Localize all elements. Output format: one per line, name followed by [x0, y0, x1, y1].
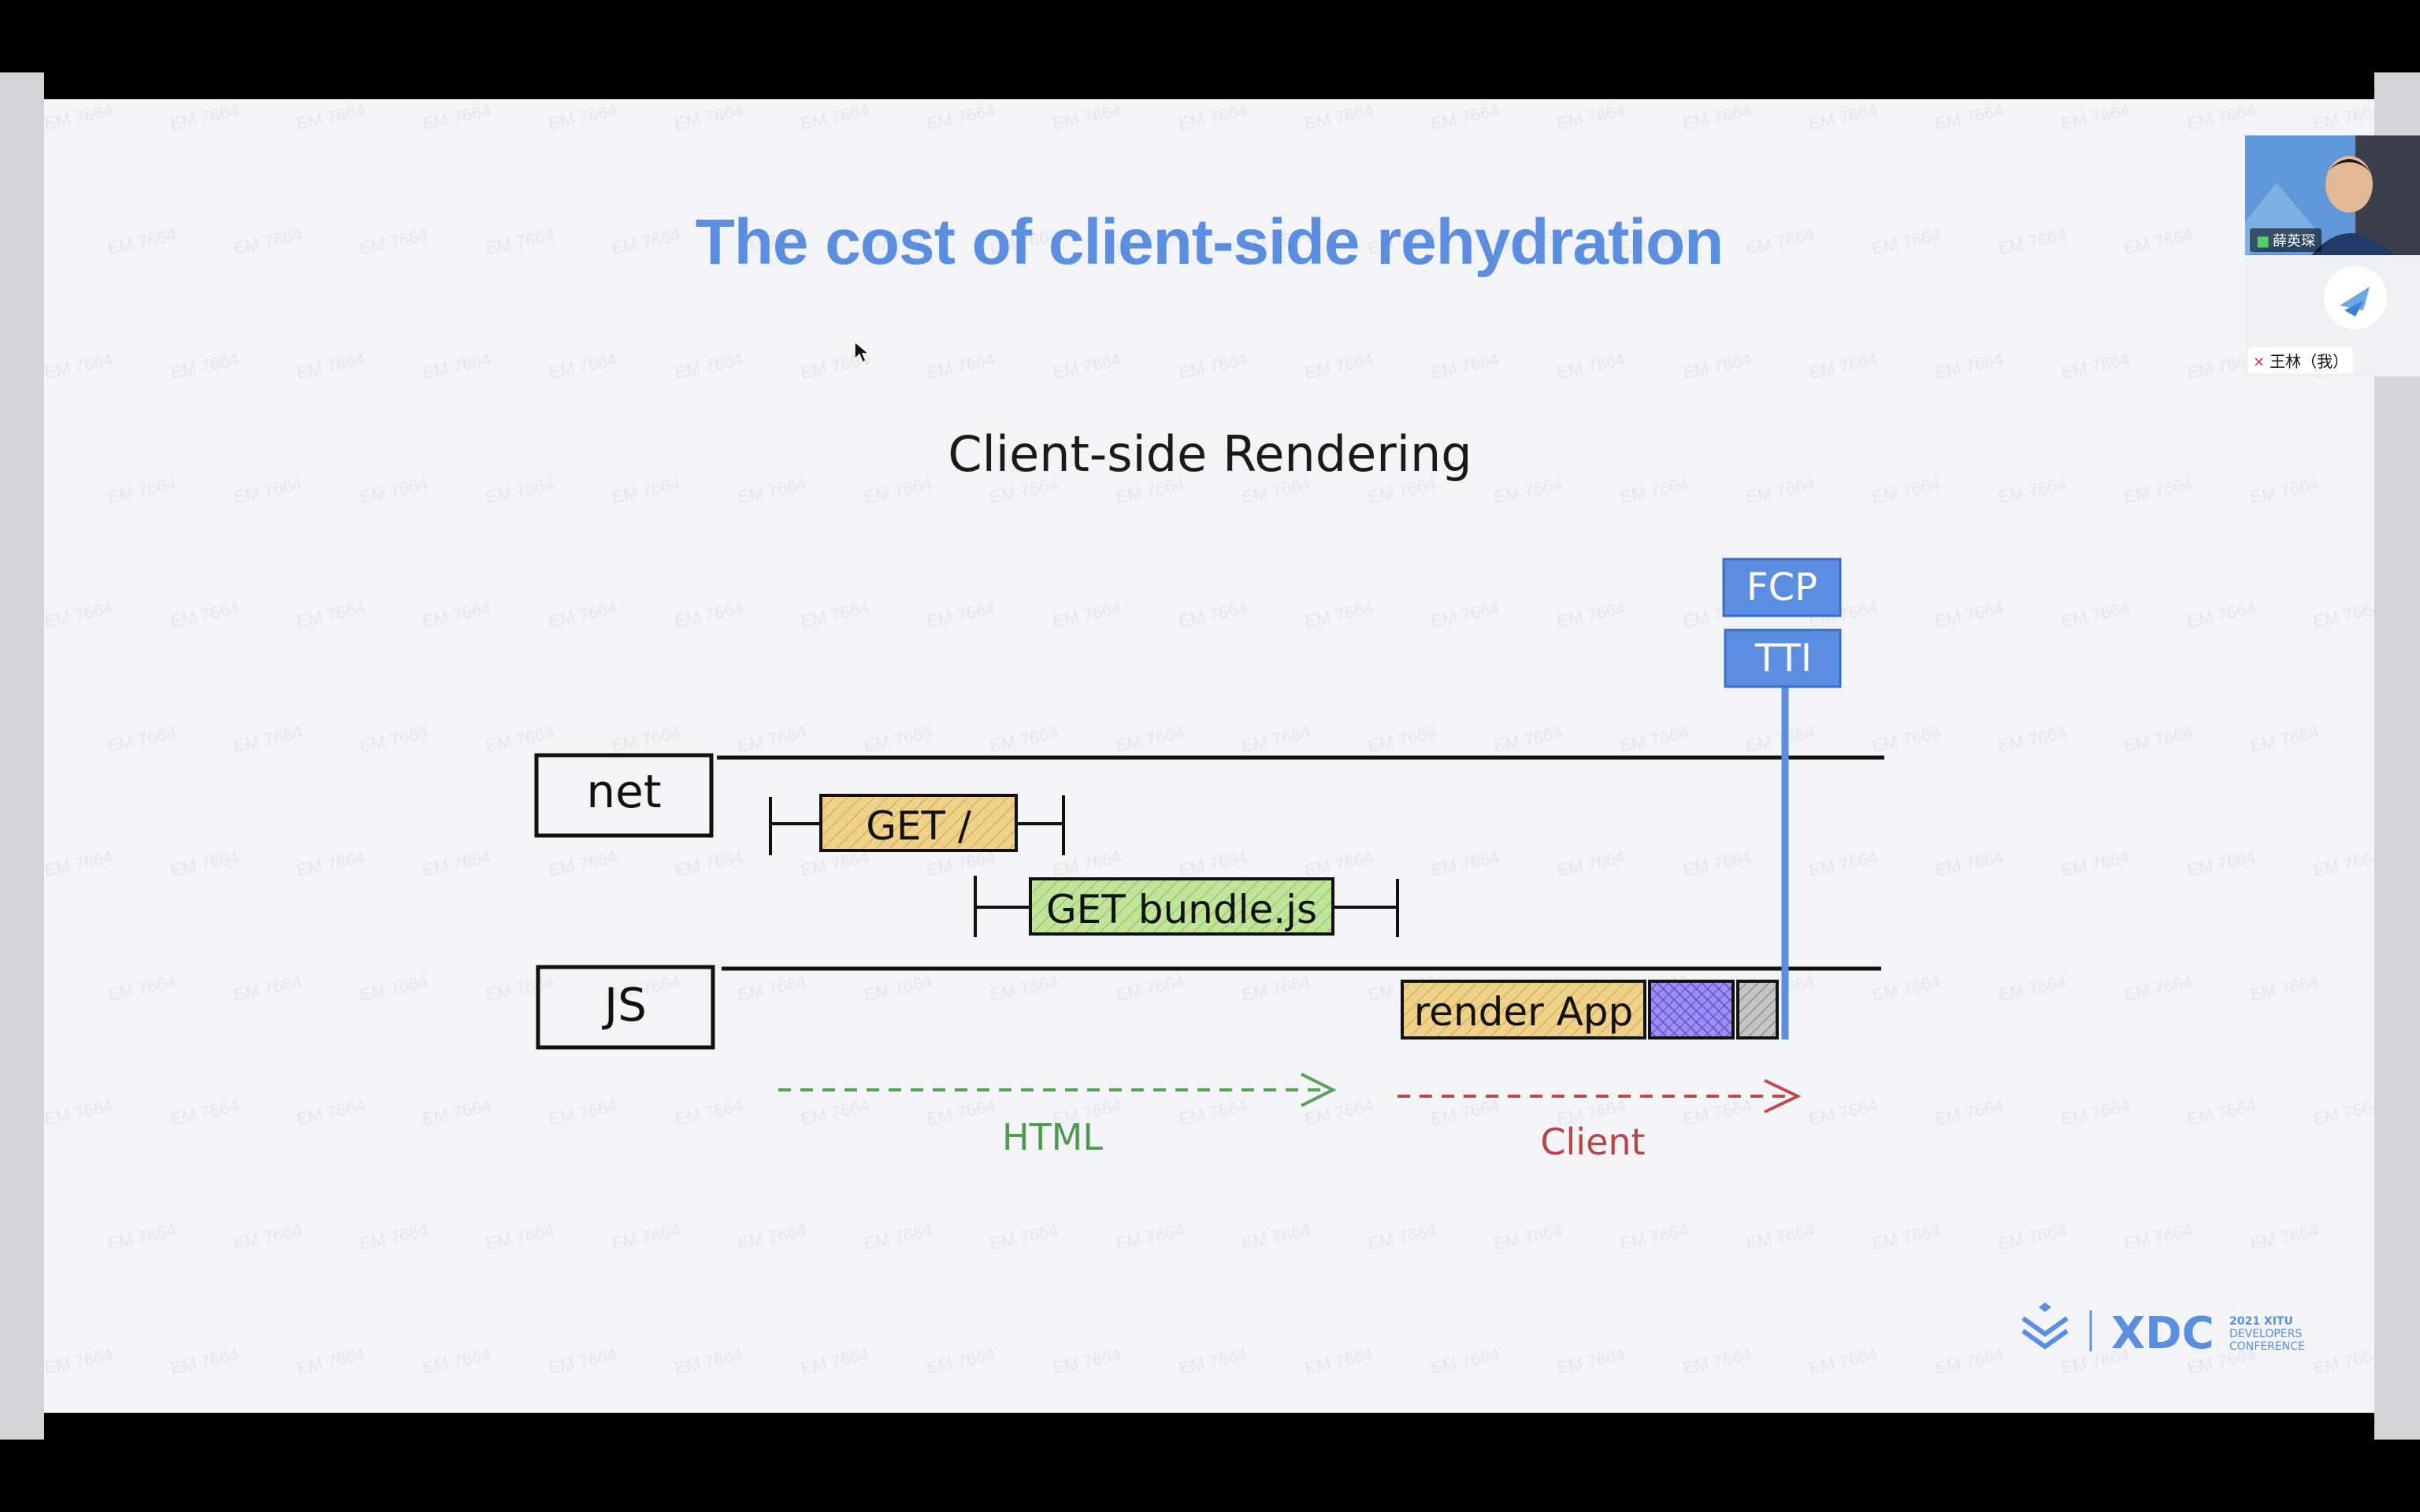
fcp-marker-label: FCP [1746, 565, 1817, 610]
self-video-tile[interactable]: ✕王林（我） [2245, 255, 2420, 376]
mic-muted-icon: ✕ [2253, 354, 2266, 371]
juejin-logo-icon [2021, 1303, 2069, 1350]
xdc-conference-logo: XDC 2021 XITU DEVELOPERS CONFERENCE [2017, 1299, 2316, 1362]
client-phase-arrowhead [1764, 1079, 1802, 1114]
html-phase-arrowhead [1301, 1073, 1337, 1107]
get-bundle-bar [1029, 877, 1334, 936]
js-row-label: JS [602, 978, 647, 1032]
fcp-marker-box [1722, 558, 1842, 617]
js-row-label-box [536, 965, 715, 1050]
interactive-tail-bar [1736, 980, 1779, 1040]
net-row-label-box [534, 753, 714, 838]
self-name: 王林（我） [2270, 352, 2349, 371]
html-phase-label: HTML [1002, 1116, 1103, 1158]
left-rail [0, 72, 44, 1440]
net-row-label: net [586, 765, 661, 818]
diagram-title: Client-side Rendering [948, 425, 1472, 483]
hydrate-bar [1648, 980, 1735, 1040]
get-root-label: GET / [866, 803, 971, 849]
presenter-video-feed [2245, 135, 2420, 255]
slide-title: The cost of client-side rehydration [695, 206, 1724, 278]
xdc-tagline-3: CONFERENCE [2229, 1340, 2305, 1353]
xdc-tagline-2: DEVELOPERS [2229, 1328, 2302, 1340]
self-avatar [2324, 266, 2387, 329]
presenter-name: 薛英琛 [2273, 233, 2316, 250]
presenter-name-tag: ■薛英琛 [2250, 228, 2322, 252]
xdc-tagline-1: 2021 XITU [2229, 1315, 2293, 1328]
render-app-label: render App [1414, 989, 1634, 1035]
presenter-video-tile[interactable]: ■薛英琛 [2245, 135, 2420, 255]
tti-marker-label: TTI [1754, 636, 1812, 680]
render-app-bar [1401, 980, 1646, 1040]
meeting-video-panel[interactable]: ■薛英琛 ✕王林（我） [2245, 135, 2420, 376]
xdc-logo-text: XDC [2111, 1308, 2214, 1359]
client-phase-label: Client [1540, 1121, 1645, 1163]
tti-marker-box [1724, 628, 1842, 688]
mouse-cursor-icon [854, 340, 870, 364]
self-name-tag: ✕王林（我） [2248, 347, 2354, 373]
mic-on-icon: ■ [2256, 233, 2270, 250]
get-bundle-label: GET bundle.js [1046, 887, 1317, 932]
